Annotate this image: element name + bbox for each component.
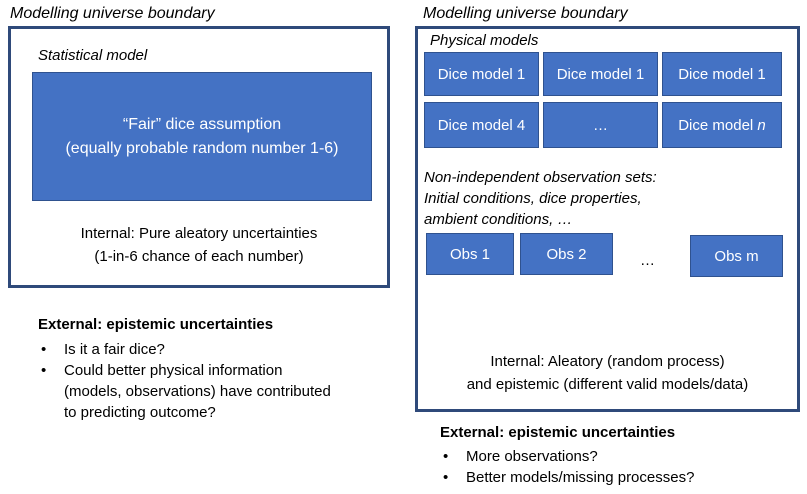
left-external-list: •Is it a fair dice? •Could better physic… [38,339,343,423]
right-internal-text: Internal: Aleatory (random process) and … [415,350,800,396]
left-internal-line1: Internal: Pure aleatory uncertainties [80,225,318,242]
dice-model-n-suffix: n [757,116,766,134]
list-item: •Is it a fair dice? [41,341,165,358]
list-item: •Could better physical information (mode… [41,362,331,421]
left-internal-line2: (1-in-6 chance of each number) [94,248,304,265]
obs-box: Obs 2 [520,233,613,275]
obs-box: Obs 1 [426,233,514,275]
bullet: • [443,448,449,465]
left-internal-text: Internal: Pure aleatory uncertainties (1… [8,222,390,268]
bullet: • [41,362,47,379]
dice-model-ellipsis-box: … [543,102,658,148]
dice-model-n-box: Dice model n [662,102,782,148]
left-external-title: External: epistemic uncertainties [38,316,274,333]
right-boundary-label: Modelling universe boundary [423,5,628,22]
obs-box: Obs m [690,235,783,277]
fair-dice-title: “Fair” dice assumption [122,115,282,133]
obs-heading-line: Initial conditions, dice properties, [424,190,642,207]
right-external-title: External: epistemic uncertainties [440,424,676,441]
statistical-model-label: Statistical model [38,47,148,64]
obs-heading-line: ambient conditions, … [424,211,573,228]
observation-sets-heading: Non-independent observation sets: Initia… [424,167,794,230]
dice-model-n-label: Dice model [678,116,758,134]
dice-model-box: Dice model 1 [543,52,658,96]
physical-models-label: Physical models [430,32,539,49]
left-boundary-label: Modelling universe boundary [10,5,215,22]
bullet: • [443,469,449,486]
list-item: •Better models/missing processes? [443,469,695,486]
right-external-list: •More observations? •Better models/missi… [440,446,770,488]
right-internal-line1: Internal: Aleatory (random process) [490,353,725,370]
dice-model-box: Dice model 1 [424,52,539,96]
dice-model-box: Dice model 1 [662,52,782,96]
obs-heading-line: Non-independent observation sets: [424,169,657,186]
dice-model-box: Dice model 4 [424,102,539,148]
fair-dice-box: “Fair” dice assumption (equally probable… [32,72,372,201]
list-item: •More observations? [443,448,598,465]
fair-dice-subtitle: (equally probable random number 1-6) [65,139,339,157]
right-internal-line2: and epistemic (different valid models/da… [466,376,749,393]
bullet: • [41,341,47,358]
obs-ellipsis: … [640,252,655,269]
